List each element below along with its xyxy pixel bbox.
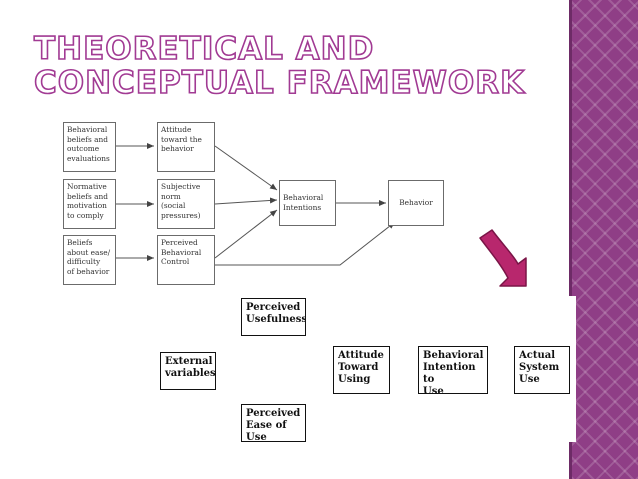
perceived-usefulness-box: Perceived Usefulness [241, 298, 306, 336]
decorative-side-strip [569, 0, 638, 479]
connector-attitude-to-intentions [214, 145, 278, 191]
connector-control-to-intentions [214, 209, 278, 259]
connector-norm-to-intentions [214, 197, 278, 205]
behavioral-intentions-box: Behavioral Intentions [279, 180, 336, 226]
curved-down-arrow-icon [479, 229, 527, 287]
attitude-box: Attitude toward the behavior [157, 122, 215, 172]
behavioral-beliefs-box: Behavioral beliefs and outcome evaluatio… [63, 122, 116, 172]
attitude-toward-using-box: Attitude Toward Using [333, 346, 390, 394]
external-variables-box: External variables [160, 352, 216, 390]
perceived-control-box: Perceived Behavioral Control [157, 235, 215, 285]
normative-beliefs-box: Normative beliefs and motivation to comp… [63, 179, 116, 229]
control-beliefs-box: Beliefs about ease/ difficulty of behavi… [63, 235, 116, 285]
connector-control-to-behavior [215, 221, 396, 266]
behavioral-intention-box: Behavioral Intention to Use [418, 346, 488, 394]
behavior-box: Behavior [388, 180, 444, 226]
slide-title-line-1: THEORETICAL AND [33, 31, 375, 67]
subjective-norm-box: Subjective norm (social pressures) [157, 179, 215, 229]
perceived-ease-of-use-box: Perceived Ease of Use [241, 404, 306, 442]
slide-title-line-2: CONCEPTUAL FRAMEWORK [33, 65, 526, 101]
actual-system-use-box: Actual System Use [514, 346, 570, 394]
